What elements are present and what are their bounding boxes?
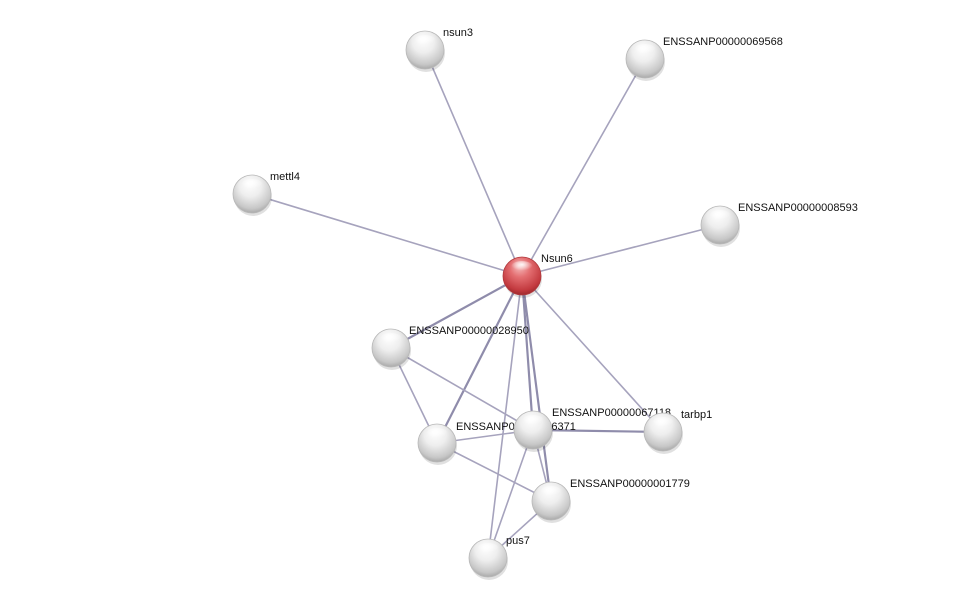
edge-nsun6-p08593[interactable] bbox=[521, 224, 721, 277]
node-p69568[interactable]: ENSSANP00000069568 bbox=[625, 36, 783, 81]
node-highlight bbox=[652, 417, 674, 429]
node-label: ENSSANP00000008593 bbox=[738, 202, 858, 214]
edge-p46371-p01779[interactable] bbox=[436, 442, 552, 502]
edge-nsun6-p69568[interactable] bbox=[521, 58, 646, 277]
edge-nsun6-p01779[interactable] bbox=[520, 274, 553, 503]
node-highlight bbox=[511, 261, 533, 273]
edge-nsun6-nsun3[interactable] bbox=[424, 49, 523, 277]
node-p28950[interactable]: ENSSANP00000028950 bbox=[371, 325, 529, 370]
node-label: tarbp1 bbox=[681, 409, 712, 421]
node-p08593[interactable]: ENSSANP00000008593 bbox=[700, 202, 858, 247]
edge-p67118-tarbp1[interactable] bbox=[531, 428, 665, 434]
node-label: mettl4 bbox=[270, 171, 300, 183]
node-label: Nsun6 bbox=[541, 253, 573, 265]
node-nsun6[interactable]: Nsun6 bbox=[502, 253, 573, 298]
edge-nsun6-p67118[interactable] bbox=[520, 274, 535, 432]
node-highlight bbox=[709, 210, 731, 222]
node-label: ENSSANP00000028950 bbox=[409, 325, 529, 337]
node-label: ENSSANP00000067118 bbox=[552, 407, 671, 419]
edge-nsun6-pus7[interactable] bbox=[487, 275, 523, 559]
node-label: ENSSANP00000069568 bbox=[663, 36, 783, 48]
node-highlight bbox=[426, 428, 448, 440]
node-highlight bbox=[634, 44, 656, 56]
node-nsun3[interactable]: nsun3 bbox=[405, 27, 473, 72]
edge-p28950-p67118[interactable] bbox=[390, 347, 534, 431]
edge-nsun6-mettl4[interactable] bbox=[251, 193, 523, 277]
node-highlight bbox=[380, 333, 402, 345]
node-label: ENSSANP00000001779 bbox=[570, 478, 690, 490]
edge-nsun6-tarbp1[interactable] bbox=[521, 275, 664, 433]
node-highlight bbox=[414, 35, 436, 47]
node-label: pus7 bbox=[506, 535, 530, 547]
node-highlight bbox=[540, 486, 562, 498]
node-highlight bbox=[522, 415, 544, 427]
edge-nsun6-p46371[interactable] bbox=[435, 274, 524, 445]
node-highlight bbox=[477, 543, 499, 555]
edge-p67118-pus7[interactable] bbox=[487, 429, 534, 559]
node-mettl4[interactable]: mettl4 bbox=[232, 171, 300, 216]
node-p67118[interactable]: ENSSANP00000067118 bbox=[513, 407, 671, 452]
node-pus7[interactable]: pus7 bbox=[468, 535, 530, 580]
node-tarbp1[interactable]: tarbp1 bbox=[643, 409, 712, 454]
node-p01779[interactable]: ENSSANP00000001779 bbox=[531, 478, 690, 523]
node-highlight bbox=[241, 179, 263, 191]
node-label: nsun3 bbox=[443, 27, 473, 39]
edge-nsun6-p28950[interactable] bbox=[389, 274, 524, 350]
